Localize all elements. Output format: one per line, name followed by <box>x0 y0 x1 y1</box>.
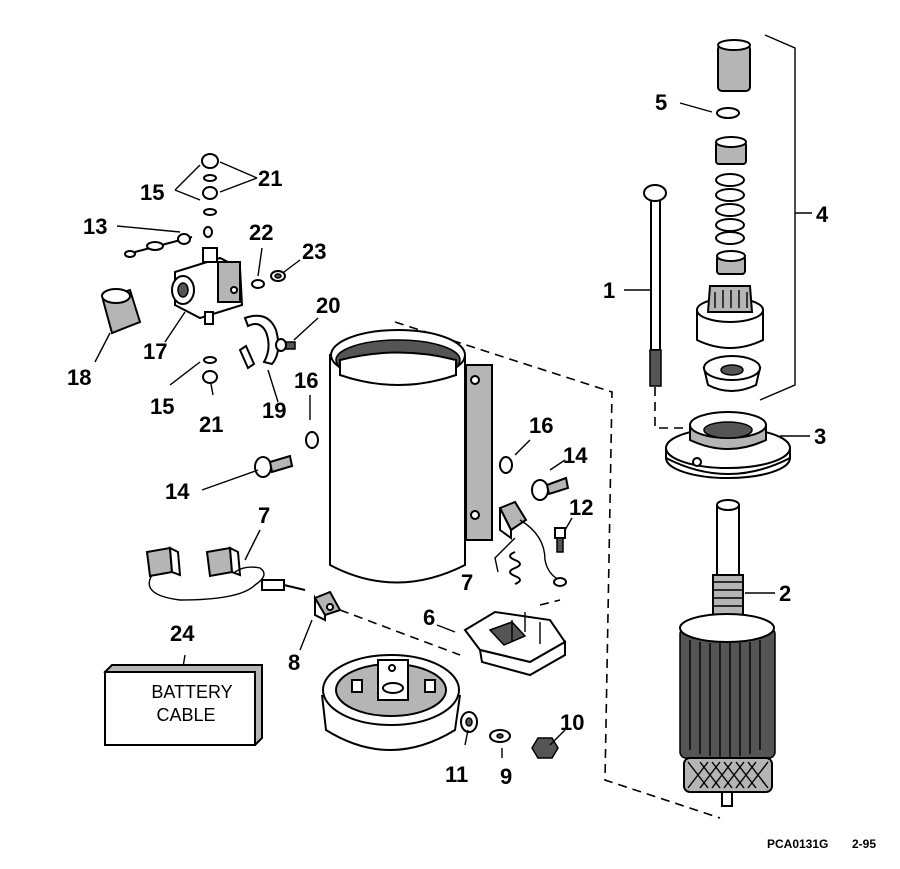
nut-23 <box>270 270 286 282</box>
armature <box>679 499 776 807</box>
brush-with-spring <box>498 500 567 587</box>
brush-lead-assembly <box>145 546 306 601</box>
callout-10: 10 <box>560 710 584 735</box>
callout-24: 24 <box>170 621 195 646</box>
callout-12: 12 <box>569 495 593 520</box>
brush-plate <box>463 610 567 677</box>
screw-12 <box>554 527 566 553</box>
washer-11 <box>460 711 478 733</box>
battery-cable-box: BATTERY CABLE <box>103 664 263 747</box>
callout-14-left: 14 <box>165 479 190 504</box>
callout-6: 6 <box>423 605 435 630</box>
starter-frame <box>329 329 493 584</box>
drawing-date: 2-95 <box>852 837 876 851</box>
callout-15-top: 15 <box>140 180 164 205</box>
callout-8: 8 <box>288 650 300 675</box>
battery-cable-label-line2: CABLE <box>156 705 215 725</box>
callout-9: 9 <box>500 764 512 789</box>
callout-4: 4 <box>816 202 829 227</box>
assembly-dashed-lines <box>339 321 721 819</box>
screw-14-right <box>531 476 570 501</box>
callout-5: 5 <box>655 90 667 115</box>
callout-14-right: 14 <box>563 443 588 468</box>
callout-15-bottom: 15 <box>150 394 174 419</box>
battery-cable-label-line1: BATTERY <box>151 682 232 702</box>
drive-cap <box>717 39 751 92</box>
screw-20 <box>275 338 296 352</box>
washer-16-right <box>499 456 513 474</box>
drive-spring <box>715 173 745 245</box>
solenoid <box>171 247 244 325</box>
commutator-end-cap <box>321 654 461 751</box>
terminal-block <box>313 590 342 622</box>
callout-21-top: 21 <box>258 166 282 191</box>
drive-sleeve <box>715 136 747 165</box>
callout-1: 1 <box>603 278 615 303</box>
callout-22: 22 <box>249 220 273 245</box>
screw-14-left <box>254 454 294 478</box>
washer-22 <box>251 279 265 289</box>
retaining-ring <box>716 107 740 119</box>
nut-washer-stack-bottom <box>202 356 218 384</box>
through-bolt <box>643 184 667 387</box>
washer-9 <box>489 729 511 743</box>
callout-23: 23 <box>302 239 326 264</box>
callout-17: 17 <box>143 339 167 364</box>
callout-labels: 1 2 3 4 5 6 7 7 8 9 10 11 12 13 14 14 15… <box>67 90 829 789</box>
callout-20: 20 <box>316 293 340 318</box>
callout-13: 13 <box>83 214 107 239</box>
boot-18 <box>101 288 142 335</box>
leader-lines <box>94 102 810 758</box>
drawing-code: PCA0131G <box>767 837 828 851</box>
callout-11: 11 <box>445 762 468 787</box>
callout-21-bottom: 21 <box>199 412 223 437</box>
callout-16-right: 16 <box>529 413 553 438</box>
solenoid-stud <box>124 226 213 258</box>
callout-16-left: 16 <box>294 368 318 393</box>
washer-16-left <box>305 431 319 449</box>
drive-nut <box>702 355 762 392</box>
part-4-bracket <box>759 34 796 401</box>
callout-7-brush-lead: 7 <box>258 503 270 528</box>
drive-end-cap <box>665 411 791 479</box>
bracket-19 <box>238 314 280 370</box>
callout-2: 2 <box>779 581 791 606</box>
drive-pinion-gear <box>696 285 764 349</box>
callout-19: 19 <box>262 398 286 423</box>
callout-18: 18 <box>67 365 91 390</box>
callout-3: 3 <box>814 424 826 449</box>
nut-washer-stack-top <box>201 153 219 216</box>
callout-7-brush-spring: 7 <box>461 570 473 595</box>
drive-spacer <box>716 250 746 275</box>
